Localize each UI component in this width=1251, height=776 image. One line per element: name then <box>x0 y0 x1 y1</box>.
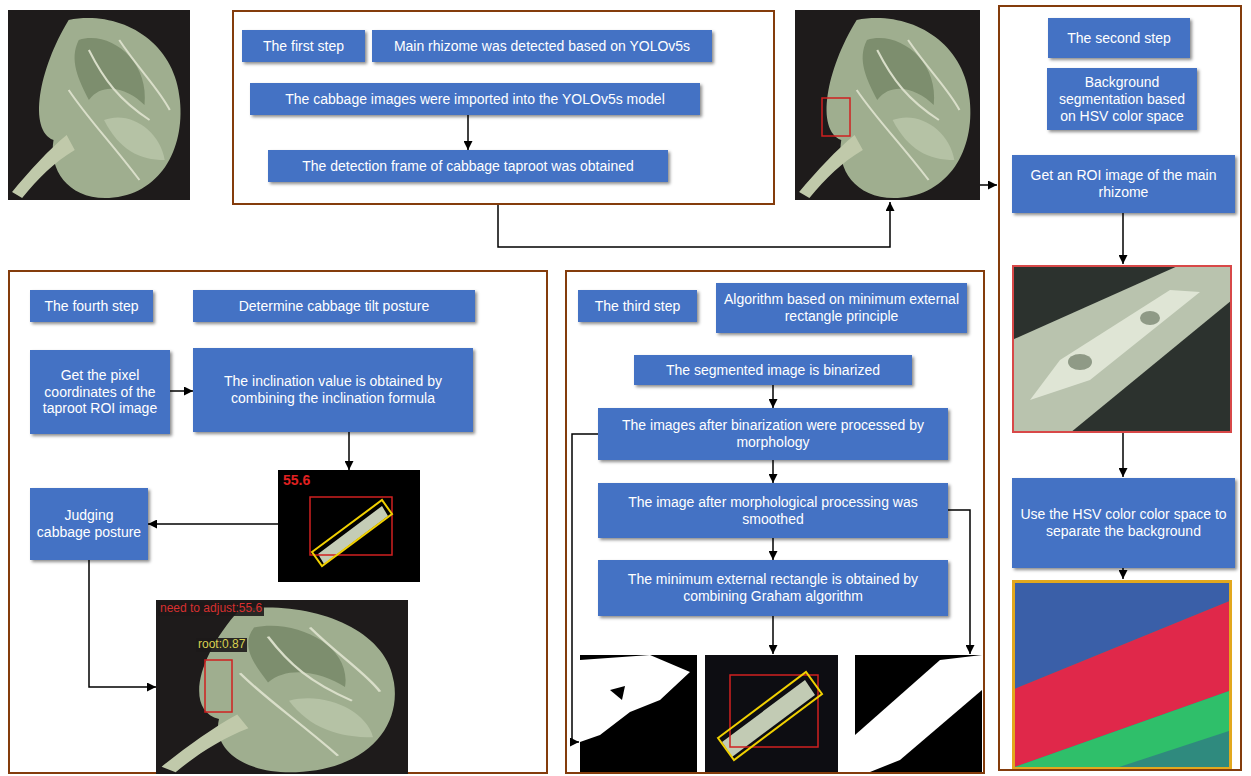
process-box: The fourth step <box>30 290 153 322</box>
flow-arrow <box>772 460 774 483</box>
process-box: Main rhizome was detected based on YOLOv… <box>372 30 712 62</box>
process-box: The detection frame of cabbage taproot w… <box>268 150 668 182</box>
process-box: The cabbage images were imported into th… <box>250 83 700 115</box>
step-frame: The first step Main rhizome was detected … <box>232 10 775 205</box>
process-box: The image after morphological processing… <box>598 483 948 538</box>
process-box: Algorithm based on minimum external rect… <box>716 283 967 333</box>
box-text: The cabbage images were imported into th… <box>285 91 665 108</box>
box-text: Get the pixel coordinates of the taproot… <box>36 367 164 417</box>
box-text: The segmented image is binarized <box>666 362 880 379</box>
flow-arrow <box>467 115 469 150</box>
step-frame: The second stepBackground segmentation b… <box>998 5 1242 771</box>
process-box: The inclination value is obtained by com… <box>193 348 473 432</box>
flow-arrow <box>89 560 156 687</box>
box-text: The second step <box>1067 30 1171 47</box>
process-box: Get an ROI image of the main rhizome <box>1012 155 1235 213</box>
box-text: The images after binarization were proce… <box>604 417 942 451</box>
flow-line <box>498 185 1123 742</box>
box-text: Algorithm based on minimum external rect… <box>722 291 961 325</box>
cabbage-photo <box>8 10 190 200</box>
box-text: The fourth step <box>44 298 138 315</box>
smoothed-image <box>855 655 982 772</box>
step-frame: The fourth step Determine cabbage tilt po… <box>8 270 548 774</box>
image-panel: need to adjust:55.6 root:0.87 <box>156 600 408 774</box>
image-label: 55.6 <box>283 472 310 488</box>
detection-photo <box>795 10 980 200</box>
process-box: The images after binarization were proce… <box>598 408 948 460</box>
process-box: The third step <box>578 290 697 322</box>
roi-image <box>1012 265 1232 433</box>
box-text: The inclination value is obtained by com… <box>199 373 467 407</box>
box-text: Main rhizome was detected based on YOLOv… <box>394 38 690 55</box>
box-text: The minimum external rectangle is obtain… <box>604 571 942 605</box>
result-photo <box>156 600 408 774</box>
image-panel: 55.6 <box>278 470 420 582</box>
box-text: The first step <box>263 38 344 55</box>
box-text: Judging cabbage posture <box>36 507 142 541</box>
step-frame: The third step Algorithm based on minimum… <box>565 270 985 774</box>
box-text: Determine cabbage tilt posture <box>239 298 430 315</box>
process-box: Judging cabbage posture <box>30 488 148 560</box>
process-box: Determine cabbage tilt posture <box>193 290 475 322</box>
box-text: The detection frame of cabbage taproot w… <box>302 158 634 175</box>
process-box: The minimum external rectangle is obtain… <box>598 560 948 616</box>
binary-image <box>580 655 697 772</box>
process-box: The first step <box>242 30 365 62</box>
box-text: Get an ROI image of the main rhizome <box>1018 167 1229 201</box>
process-box: The second step <box>1048 18 1190 58</box>
box-text: The third step <box>595 298 681 315</box>
box-text: The image after morphological processing… <box>604 494 942 528</box>
process-box: Background segmentation based on HSV col… <box>1047 68 1197 130</box>
hsv-image <box>1012 580 1232 770</box>
flow-arrow <box>772 385 774 408</box>
image-label: need to adjust:55.6 <box>158 602 264 616</box>
image-label: root:0.87 <box>196 638 247 652</box>
flow-arrow <box>348 432 350 470</box>
flow-arrow <box>170 390 193 392</box>
box-text: Use the HSV color color space to separat… <box>1018 506 1229 540</box>
rectangle-image <box>705 655 838 772</box>
box-text: Background segmentation based on HSV col… <box>1053 74 1191 124</box>
flow-arrow <box>148 523 278 525</box>
process-box: Get the pixel coordinates of the taproot… <box>30 350 170 434</box>
flow-arrow <box>772 538 774 560</box>
process-box: Use the HSV color color space to separat… <box>1012 478 1235 568</box>
process-box: The segmented image is binarized <box>634 355 912 385</box>
